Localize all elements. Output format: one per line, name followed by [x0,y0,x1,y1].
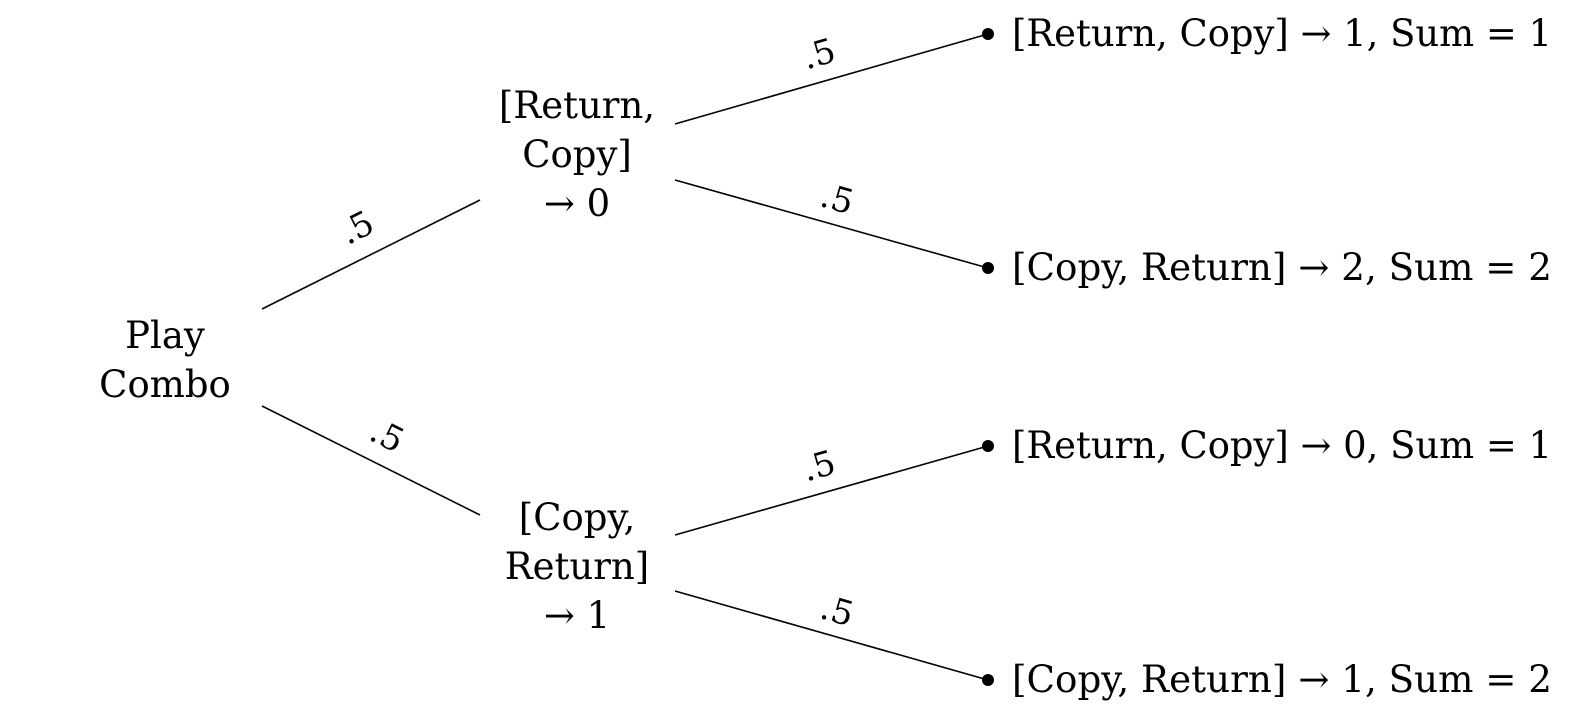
root-node-line-1: Play [125,314,205,357]
leaf-dot-2 [982,262,994,274]
root-node-line-2: Combo [99,363,231,406]
level1-node-line-3: → 1 [544,594,610,637]
edge-upper-to-leaf-1 [674,33,989,125]
edge-upper-to-leaf-2 [674,179,989,269]
level1-node-line-2: Return] [505,545,649,588]
level1-node-line-2: Copy] [522,133,632,176]
edge-prob-lower-to-leaf-3: .5 [798,443,840,490]
level1-node-line-1: [Return, [499,84,655,127]
level1-node-line-1: [Copy, [519,496,635,539]
edge-root-to-return-copy [261,199,481,310]
edge-prob-upper-to-leaf-1: .5 [798,31,840,78]
leaf-dot-3 [982,440,994,452]
level1-node-copy-return: [Copy, Return] → 1 [505,496,649,637]
edge-prob-root-to-return-copy: .5 [334,203,381,253]
level1-node-line-3: → 0 [544,182,610,225]
level1-node-return-copy: [Return, Copy] → 0 [499,84,655,225]
edge-lower-to-leaf-3 [674,445,989,536]
edge-lower-to-leaf-4 [674,590,989,681]
leaf-label-3: [Return, Copy] → 0, Sum = 1 [1012,424,1552,467]
edge-prob-lower-to-leaf-4: .5 [816,588,858,635]
leaf-dot-1 [982,28,994,40]
leaf-dot-4 [982,674,994,686]
edge-root-to-copy-return [261,405,481,516]
edge-prob-upper-to-leaf-2: .5 [816,176,858,223]
leaf-label-4: [Copy, Return] → 1, Sum = 2 [1012,658,1552,701]
leaf-label-2: [Copy, Return] → 2, Sum = 2 [1012,246,1552,289]
edge-prob-root-to-copy-return: .5 [363,411,410,461]
root-node: Play Combo [99,314,231,406]
leaf-label-1: [Return, Copy] → 1, Sum = 1 [1012,12,1552,55]
